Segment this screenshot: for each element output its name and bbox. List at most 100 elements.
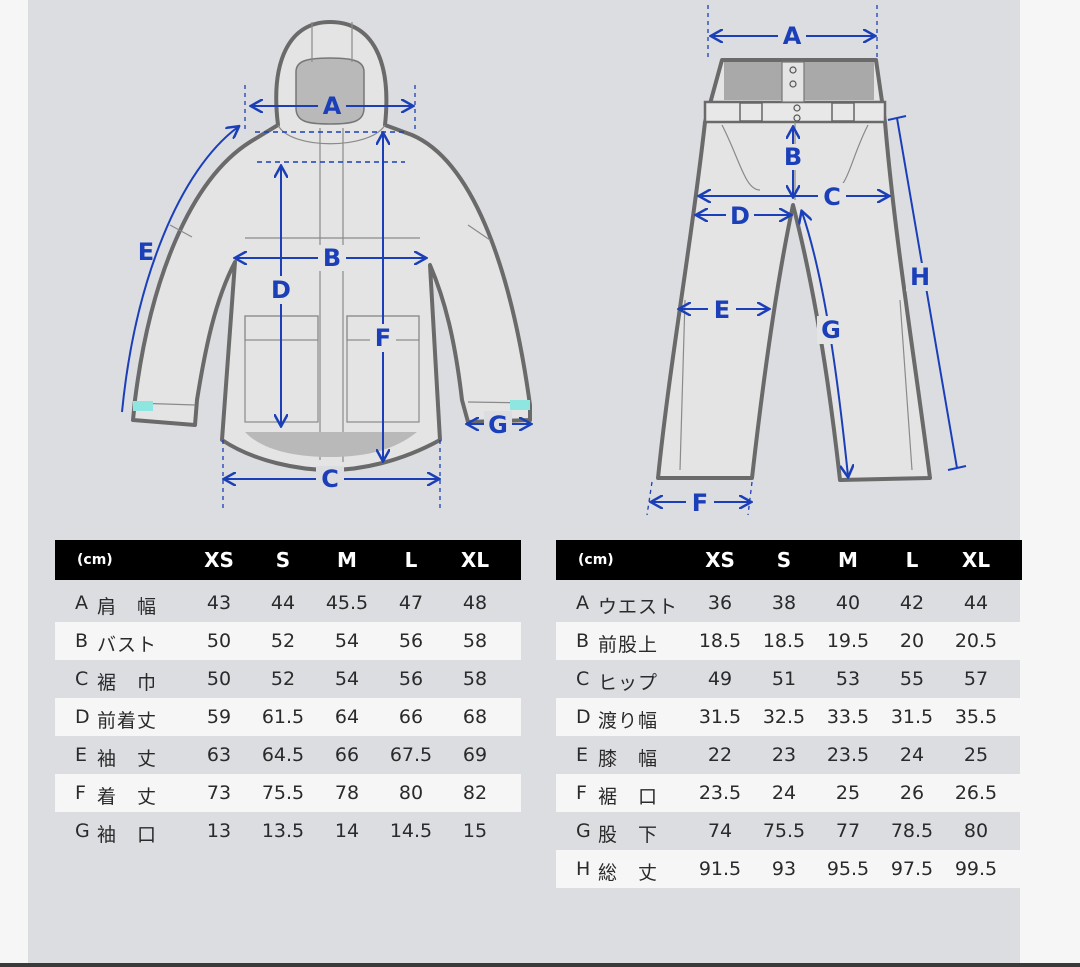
cell-value: 64 [334,706,360,728]
pants-label-c: C [823,183,841,211]
jacket-label-e: E [138,238,154,266]
cell-value: 42 [899,592,925,614]
pants-label-g: G [821,316,841,344]
cell-value: 54 [334,668,360,690]
cell-value: 50 [206,668,232,690]
size-header-xs: XS [705,548,735,572]
cell-value: 25 [835,782,861,804]
row-measurement-name: 袖 丈 [97,748,158,770]
cell-value: 53 [835,668,861,690]
cell-value: 50 [206,630,232,652]
cell-value: 44 [963,592,989,614]
cell-value: 78 [334,782,360,804]
row-letter: D [576,706,591,728]
row-measurement-name: ウエスト [598,596,679,618]
cell-value: 99.5 [954,858,998,880]
cell-value: 73 [206,782,232,804]
row-measurement-name: 肩 幅 [97,596,158,618]
jacket-label-c: C [321,465,339,493]
cell-value: 13.5 [261,820,305,842]
row-measurement-name: 前着丈 [97,710,158,732]
pants-label-f: F [692,489,708,517]
jacket-label-d: D [271,276,291,304]
cell-value: 26 [899,782,925,804]
right-cuff-tab [510,400,530,410]
row-measurement-name: ヒップ [598,672,659,694]
size-header-xs: XS [204,548,234,572]
cell-value: 56 [398,668,424,690]
cell-value: 22 [707,744,733,766]
cell-value: 54 [334,630,360,652]
pants-label-h: H [910,263,930,291]
row-letter: G [576,820,591,842]
cell-value: 77 [835,820,861,842]
cell-value: 63 [206,744,232,766]
cell-value: 64.5 [261,744,305,766]
row-measurement-name: 股 下 [598,824,659,846]
cell-value: 32.5 [762,706,806,728]
size-header-l: L [404,548,418,572]
row-measurement-name: 裾 口 [598,786,659,808]
cell-value: 14.5 [389,820,433,842]
cell-value: 38 [771,592,797,614]
zipper-placket [319,128,344,462]
cell-value: 74 [707,820,733,842]
cell-value: 13 [206,820,232,842]
row-measurement-name: 裾 巾 [97,672,158,694]
cell-value: 24 [771,782,797,804]
cell-value: 55 [899,668,925,690]
size-header-s: S [776,548,792,572]
size-header-l: L [905,548,919,572]
cell-value: 14 [334,820,360,842]
row-letter: G [75,820,90,842]
pants-label-d: D [730,202,750,230]
cell-value: 47 [398,592,424,614]
hem-lining [245,432,417,457]
cell-value: 31.5 [890,706,934,728]
bottom-bar [0,963,1080,967]
cell-value: 82 [462,782,488,804]
cell-value: 23.5 [826,744,870,766]
cell-value: 52 [270,630,296,652]
pants-label-e: E [714,296,730,324]
unit-label: (cm) [578,552,614,568]
cell-value: 67.5 [389,744,433,766]
cell-value: 25 [963,744,989,766]
cell-value: 45.5 [325,592,369,614]
cell-value: 58 [462,630,488,652]
cell-value: 18.5 [762,630,806,652]
row-letter: H [576,858,591,880]
jacket-label-b: B [323,244,341,272]
cell-value: 44 [270,592,296,614]
cell-value: 80 [963,820,989,842]
row-letter: E [576,744,589,766]
cell-value: 61.5 [261,706,305,728]
pants-label-a: A [783,22,802,50]
row-letter: E [75,744,88,766]
cell-value: 26.5 [954,782,998,804]
cell-value: 80 [398,782,424,804]
row-letter: B [576,630,590,652]
cell-value: 58 [462,668,488,690]
row-letter: C [576,668,590,690]
cell-value: 66 [398,706,424,728]
cell-value: 19.5 [826,630,870,652]
left-cuff-tab [133,401,153,411]
row-measurement-name: 総 丈 [598,862,659,884]
pants-drawing [656,58,932,482]
cell-value: 75.5 [762,820,806,842]
cell-value: 36 [707,592,733,614]
cell-value: 66 [334,744,360,766]
